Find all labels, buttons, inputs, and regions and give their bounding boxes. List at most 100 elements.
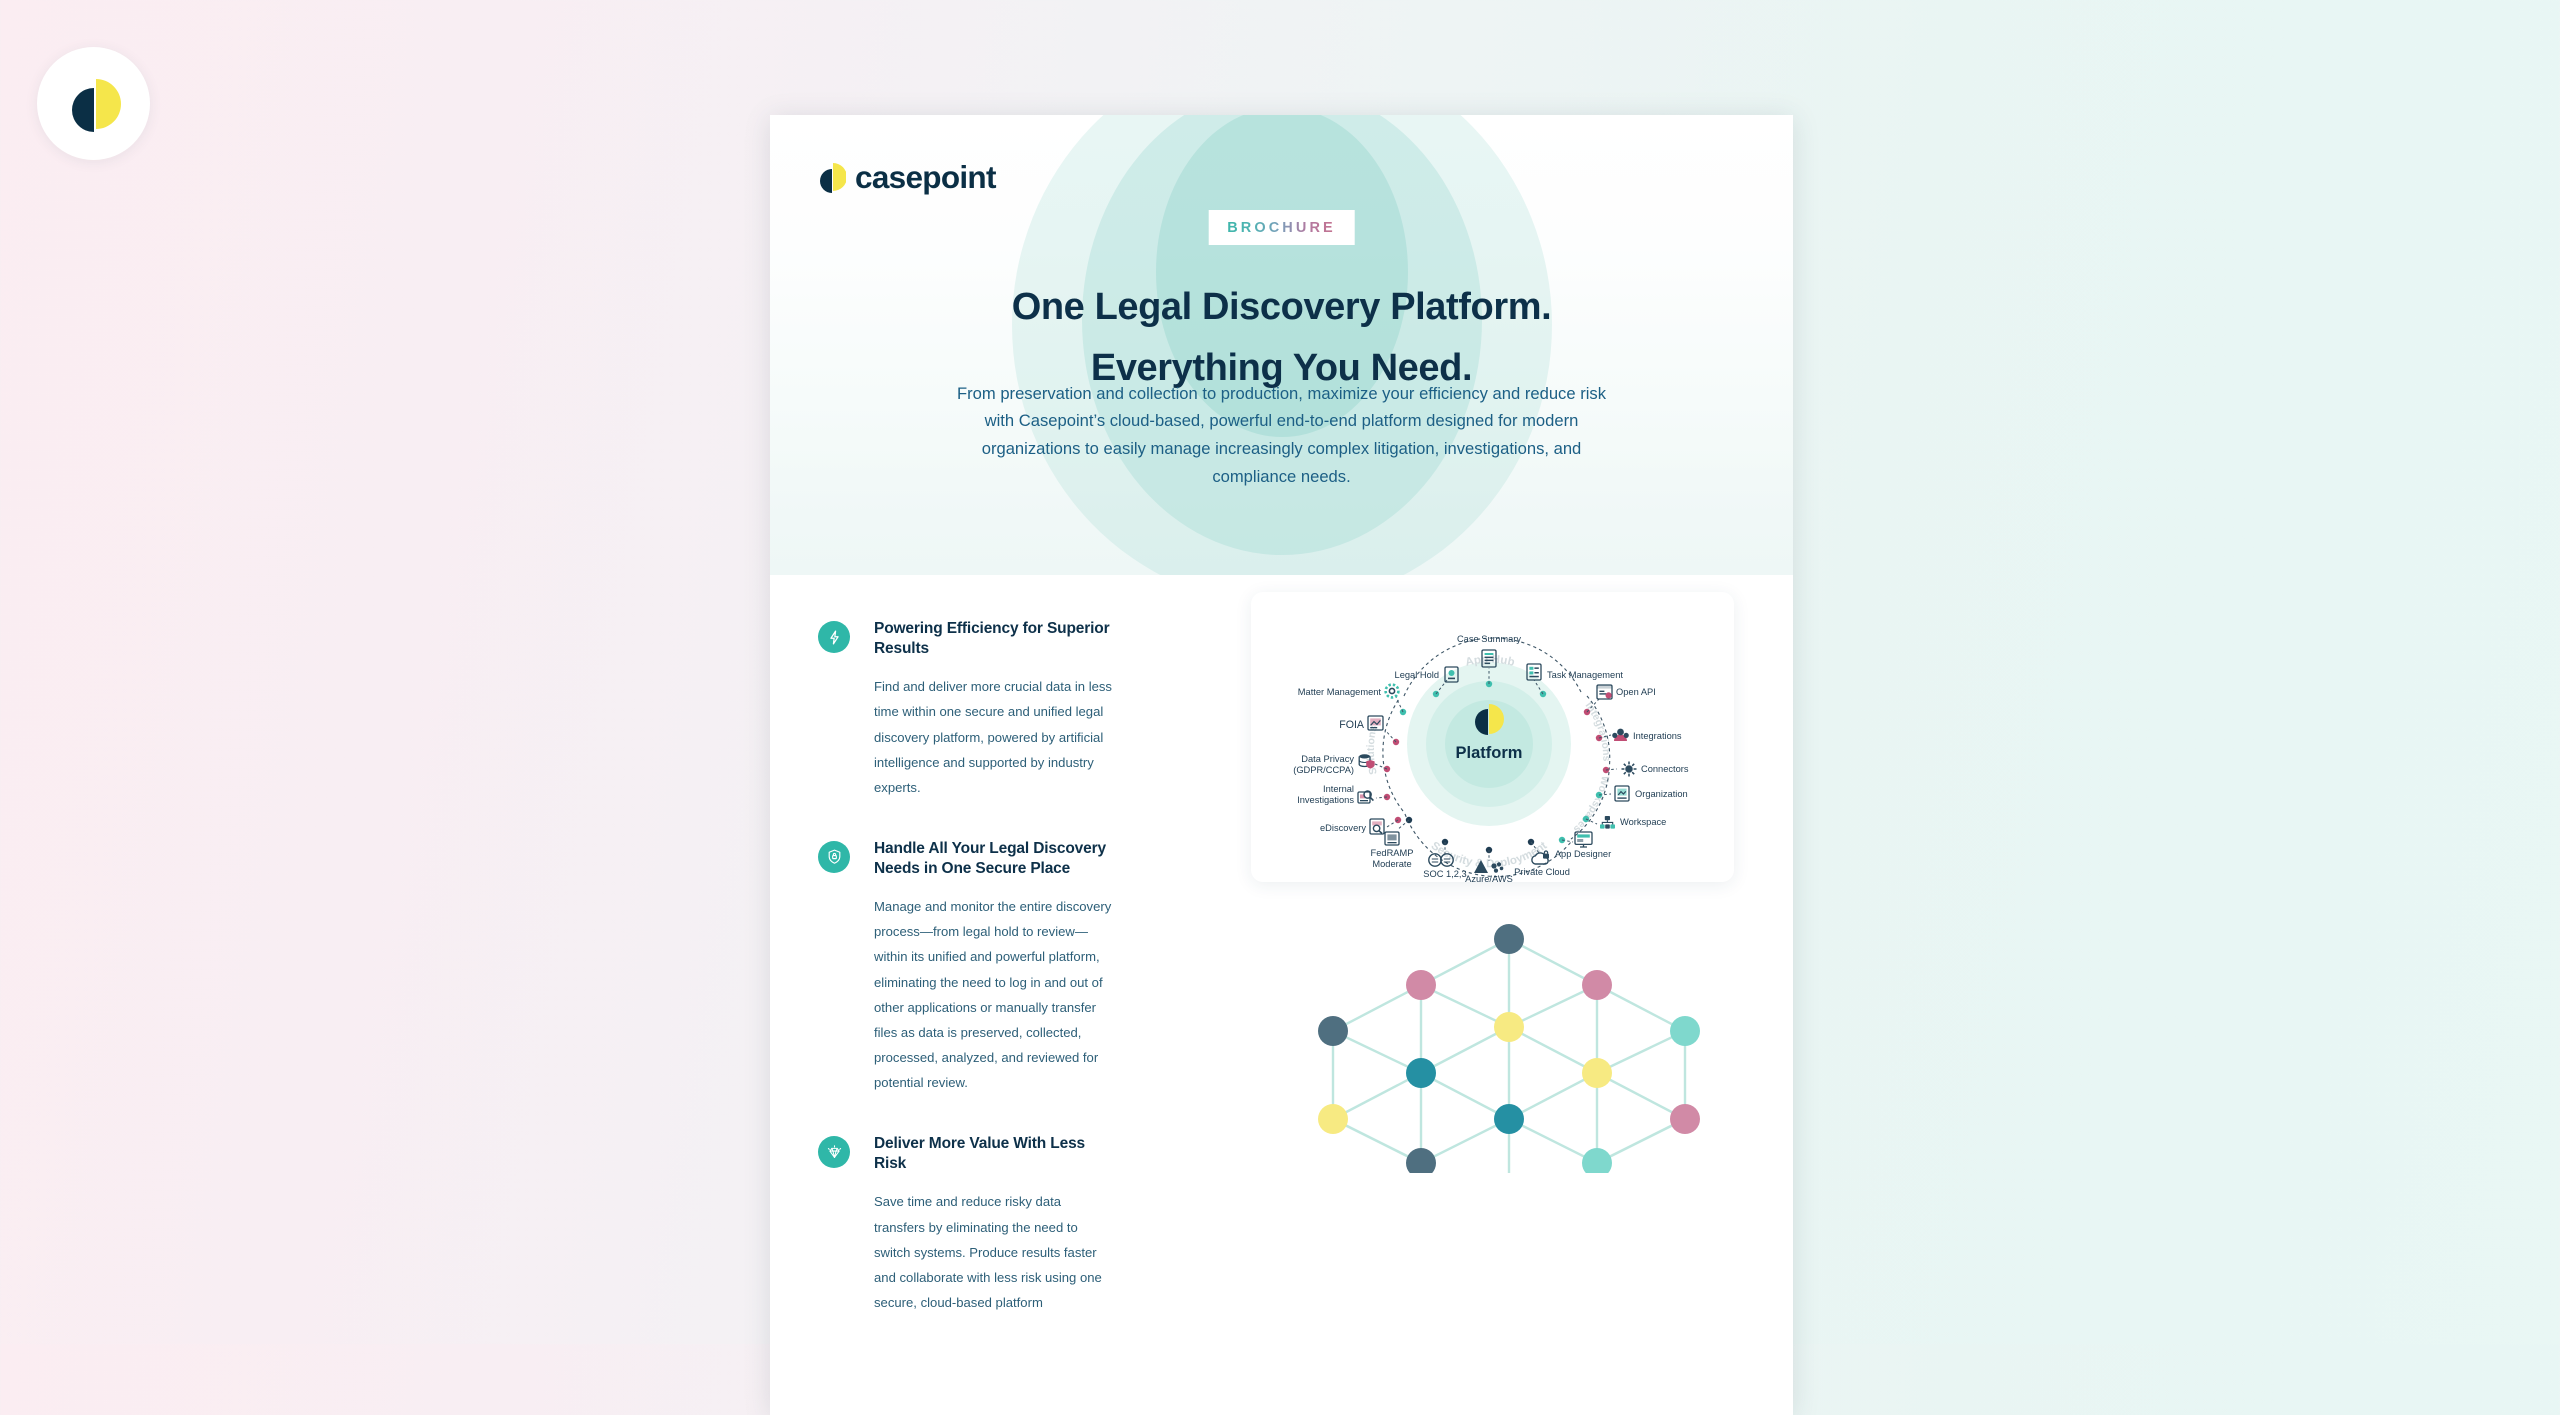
node-label: Connectors (1641, 764, 1689, 774)
connector-arc-solutions (1382, 698, 1404, 812)
node-label-line2: Investigations (1297, 795, 1354, 805)
brochure-eyebrow-badge: BROCHURE (1208, 210, 1355, 245)
node-label: App Designer (1555, 849, 1611, 859)
diagram-node-open-api: Open API (1583, 684, 1656, 716)
document-list-icon (1481, 649, 1497, 668)
node-label-line2: Moderate (1372, 859, 1411, 869)
node-label: SOC 1,2,3 (1423, 869, 1466, 879)
organization-box-icon (1614, 785, 1630, 802)
diagram-node-internal-investigations: Internal Investigations (1297, 784, 1391, 805)
arc-label-solutions: Solutions (1365, 724, 1380, 776)
node-label: Open API (1616, 687, 1656, 697)
feature-title: Deliver More Value With Less Risk (874, 1135, 1086, 1173)
platform-diagram-card: Platform App Hub Integrations Workspaces… (1251, 592, 1734, 882)
diagram-node-organization: Organization (1595, 785, 1688, 802)
cloud-lock-icon (1531, 850, 1549, 865)
node-label-line2: (GDPR/CCPA) (1293, 765, 1354, 775)
diagram-node-fedramp: FedRAMP Moderate (1371, 816, 1414, 869)
hex-node (1406, 970, 1436, 1000)
node-label: Data Privacy (1301, 754, 1354, 764)
hex-node (1406, 1148, 1436, 1173)
diagram-node-workspace: Workspace (1582, 815, 1666, 829)
node-label: Integrations (1633, 731, 1682, 741)
feature-text: Manage and monitor the entire discovery … (874, 899, 1112, 1091)
feature-item: Handle All Your Legal Discovery Needs in… (818, 839, 1113, 1095)
diagram-node-data-privacy: Data Privacy (GDPR/CCPA) (1293, 754, 1391, 775)
lightning-bolt-icon (818, 621, 850, 653)
diagram-node-ediscovery: eDiscovery (1320, 816, 1402, 835)
node-label: Case Summary (1457, 634, 1521, 644)
feature-item: Powering Efficiency for Superior Results… (818, 619, 1113, 800)
feature-text: Save time and reduce risky data transfer… (874, 1194, 1102, 1310)
brochure-page: casepoint BROCHURE One Legal Discovery P… (770, 115, 1793, 1415)
hex-nodes (1318, 924, 1700, 1173)
hex-node (1494, 1104, 1524, 1134)
casepoint-logo-mark-icon (820, 163, 846, 194)
brand-badge (37, 47, 150, 160)
diagram-node-private-cloud: Private Cloud (1514, 838, 1570, 877)
platform-diagram: Platform App Hub Integrations Workspaces… (1251, 592, 1734, 882)
hex-node (1318, 1016, 1348, 1046)
diagram-node-app-designer: App Designer (1555, 831, 1611, 859)
diagram-node-case-summary: Case Summary (1457, 634, 1521, 688)
connector-hub-icon (1621, 761, 1637, 777)
diagram-node-soc: SOC 1,2,3 (1423, 838, 1467, 879)
connector-arc-security (1404, 813, 1572, 877)
diagram-ring-inner (1445, 700, 1533, 788)
node-label: FedRAMP (1371, 848, 1414, 858)
arc-label-app-hub: App Hub (1464, 654, 1515, 669)
diagram-node-foia: FOIA (1339, 715, 1400, 746)
node-label: Private Cloud (1514, 867, 1570, 877)
shield-lock-icon (818, 840, 850, 873)
diagram-center-label: Platform (1456, 744, 1523, 762)
node-label: Matter Management (1298, 687, 1382, 697)
hex-node (1582, 970, 1612, 1000)
casepoint-wordmark: casepoint (855, 159, 996, 195)
hex-links (1331, 937, 1687, 1173)
app-designer-monitor-icon (1574, 831, 1593, 848)
feature-list: Powering Efficiency for Superior Results… (818, 619, 1113, 1354)
hex-node (1494, 1012, 1524, 1042)
feature-title: Handle All Your Legal Discovery Needs in… (874, 839, 1106, 878)
diamond-gem-icon (818, 1136, 850, 1169)
feature-text: Find and deliver more crucial data in le… (874, 679, 1112, 795)
workspace-tree-icon (1600, 816, 1615, 829)
diagram-node-integrations: Integrations (1595, 728, 1682, 742)
integrations-people-icon (1612, 728, 1629, 741)
feature-item: Deliver More Value With Less Risk Save t… (818, 1134, 1113, 1315)
body-section: Powering Efficiency for Superior Results… (770, 575, 1793, 1415)
node-label: Azure/AWS (1465, 874, 1513, 882)
diagram-node-legal-hold: Legal Hold (1395, 666, 1459, 698)
node-label: Workspace (1620, 817, 1666, 827)
hex-node (1582, 1058, 1612, 1088)
hex-node (1406, 1058, 1436, 1088)
node-label: Task Management (1547, 670, 1623, 680)
diagram-node-task-management: Task Management (1526, 663, 1623, 698)
hero-title-line-2: Everything You Need. (1090, 347, 1473, 390)
casepoint-logo: casepoint (818, 159, 996, 195)
api-window-icon (1596, 684, 1613, 700)
diagram-center-logo-icon (1475, 704, 1504, 735)
hex-node (1318, 1104, 1348, 1134)
investigations-icon (1357, 790, 1374, 804)
diagram-node-azure-aws: Azure/AWS (1465, 846, 1513, 882)
hex-node (1670, 1016, 1700, 1046)
fedramp-badge-icon (1384, 831, 1400, 846)
foia-document-icon (1367, 715, 1384, 731)
hex-network-graphic (1251, 923, 1734, 1173)
arc-label-workspaces: Workspaces (1571, 775, 1611, 836)
connector-arc-integrations (1586, 695, 1611, 771)
connector-arc-app-hub (1403, 637, 1582, 697)
hex-node (1582, 1148, 1612, 1173)
casepoint-logo-mark-icon (71, 78, 121, 132)
diagram-node-connectors: Connectors (1602, 761, 1689, 777)
azure-aws-icon (1474, 860, 1504, 873)
hex-node (1494, 924, 1524, 954)
node-label: FOIA (1339, 719, 1365, 731)
node-label: Internal (1323, 784, 1354, 794)
connector-arc-workspaces (1570, 771, 1610, 840)
task-checklist-icon (1526, 663, 1542, 681)
soc-seal-icon (1428, 853, 1454, 867)
feature-title: Powering Efficiency for Superior Results (874, 620, 1110, 658)
hero-section: casepoint BROCHURE One Legal Discovery P… (770, 115, 1793, 575)
